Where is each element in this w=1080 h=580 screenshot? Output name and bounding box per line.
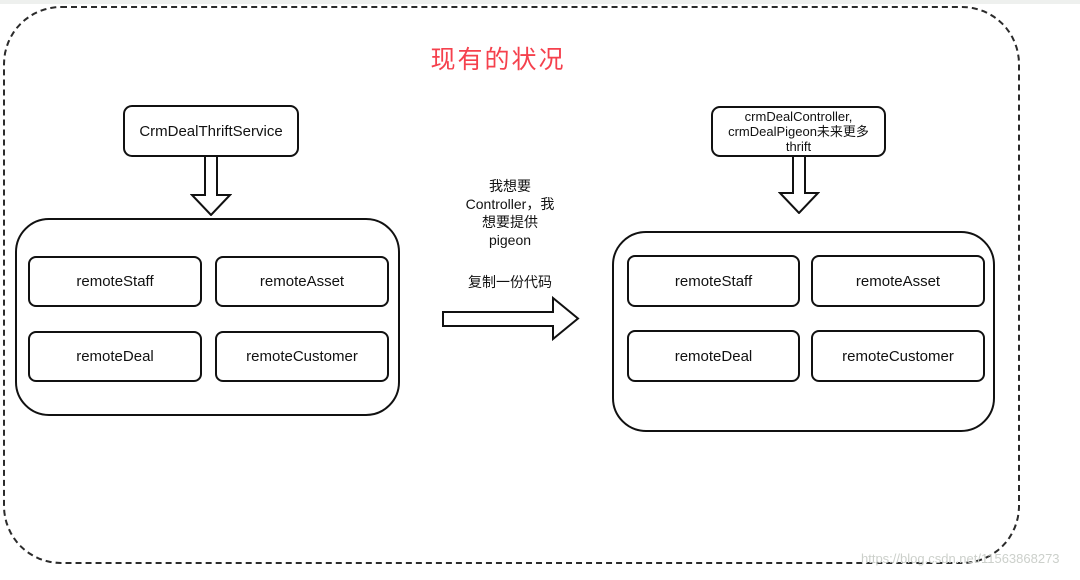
watermark-text: https://blog.csdn.net/11563868273 [861, 551, 1060, 566]
left-service-label: CrmDealThriftService [139, 122, 283, 140]
left-module-group: remoteStaff remoteAsset remoteDeal remot… [15, 218, 400, 416]
copy-code-label: 复制一份代码 [468, 274, 552, 290]
right-service-label-line: thrift [785, 139, 812, 154]
note-line: 想要提供 [482, 214, 538, 230]
diagram-title: 现有的状况 [430, 46, 566, 74]
right-module-remotestaff: remoteStaff [627, 255, 800, 307]
left-module-remotedeal: remoteDeal [28, 331, 202, 382]
diagram-dashed-frame [3, 6, 1020, 564]
middle-note-text: 我想要 Controller，我 想要提供 pigeon [425, 177, 595, 249]
note-line: 我想要 [489, 178, 531, 194]
page-top-strip [0, 0, 1080, 4]
down-arrow-icon [190, 156, 232, 216]
left-module-remotestaff: remoteStaff [28, 256, 202, 307]
note-line: pigeon [488, 232, 532, 248]
right-service-box: crmDealController, crmDealPigeon未来更多 thr… [711, 106, 886, 157]
module-label: remoteAsset [259, 273, 345, 290]
module-label: remoteCustomer [246, 348, 358, 365]
right-service-label-line: crmDealPigeon未来更多 [728, 124, 869, 139]
left-module-remotecustomer: remoteCustomer [215, 331, 389, 382]
right-arrow-icon [442, 296, 580, 341]
module-label: remoteDeal [76, 348, 154, 365]
right-module-remotedeal: remoteDeal [627, 330, 800, 382]
module-label: remoteAsset [855, 272, 941, 290]
right-module-group: remoteStaff remoteAsset remoteDeal remot… [612, 231, 995, 432]
right-module-remoteasset: remoteAsset [811, 255, 985, 307]
module-label: remoteDeal [674, 347, 753, 365]
right-module-remotecustomer: remoteCustomer [811, 330, 985, 382]
down-arrow-icon [778, 156, 820, 214]
module-label: remoteCustomer [842, 347, 954, 365]
module-label: remoteStaff [674, 272, 753, 290]
module-label: remoteStaff [76, 273, 154, 290]
left-service-box: CrmDealThriftService [123, 105, 299, 157]
left-module-remoteasset: remoteAsset [215, 256, 389, 307]
note-line: Controller，我 [465, 196, 555, 212]
right-service-label-line: crmDealController, [744, 109, 853, 124]
